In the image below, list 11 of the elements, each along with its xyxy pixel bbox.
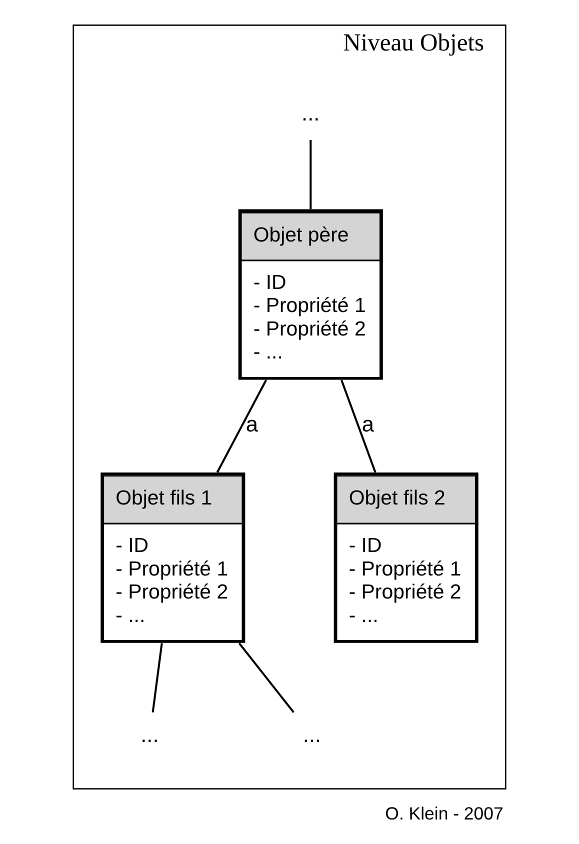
node-text: ... (140, 722, 159, 748)
connector (238, 642, 294, 713)
edge-label: a (362, 411, 374, 436)
caption: O. Klein - 2007 (385, 803, 504, 824)
node-text: ... (302, 722, 322, 748)
connector (152, 643, 163, 712)
connector (340, 380, 376, 473)
node-text: ... (302, 100, 320, 126)
edge-label: a (246, 411, 258, 436)
connector (216, 380, 268, 473)
connector (310, 140, 312, 210)
